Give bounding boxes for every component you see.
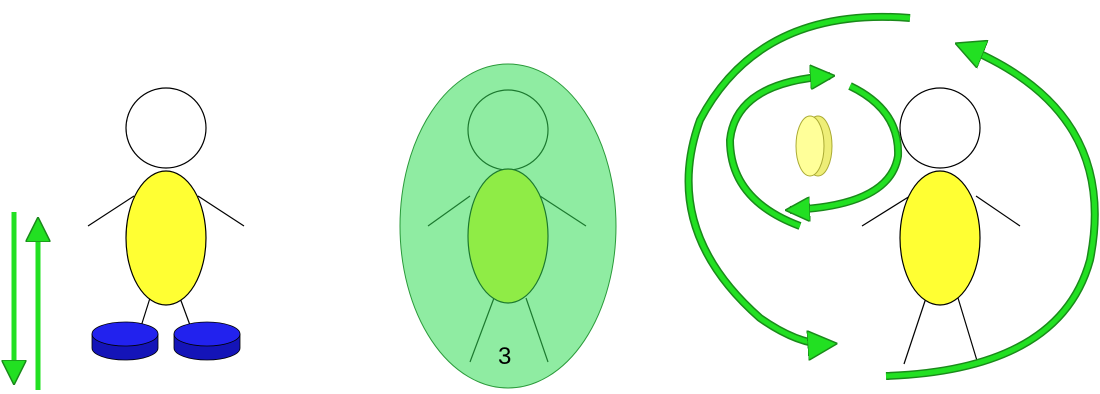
- figure-head: [126, 88, 206, 168]
- panel-1: [14, 88, 244, 390]
- coin: [796, 116, 832, 176]
- panel-3: [689, 17, 1095, 376]
- count-label: 3: [498, 343, 511, 370]
- green-aura: [400, 64, 616, 388]
- panel-2: 3: [400, 64, 616, 388]
- stick-figure: [88, 88, 244, 336]
- left-shoe: [92, 322, 158, 360]
- figure-body: [126, 171, 206, 305]
- right-shoe: [174, 322, 240, 360]
- stick-figure: [862, 88, 1020, 364]
